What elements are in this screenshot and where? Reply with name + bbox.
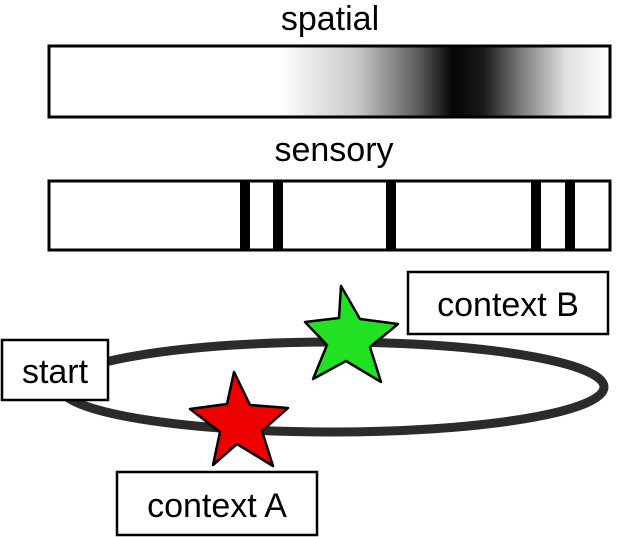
sensory-stripe	[531, 181, 541, 250]
sensory-stripe	[386, 181, 396, 250]
sensory-bar-frame	[47, 179, 612, 252]
context-a-label-frame	[115, 470, 319, 537]
start-label-box: start	[0, 338, 110, 402]
context-a-label: context A	[147, 487, 287, 525]
sensory-stripe	[240, 181, 250, 250]
sensory-bar	[47, 179, 612, 252]
context-b-label-frame	[406, 270, 610, 336]
start-label-frame	[0, 338, 110, 402]
sensory-title: sensory	[274, 131, 393, 169]
spatial-title: spatial	[281, 0, 379, 38]
context-b-label-box: context B	[406, 270, 610, 336]
context-a-label-box: context A	[115, 470, 319, 537]
sensory-stripe	[273, 181, 283, 250]
spatial-bar	[47, 44, 612, 119]
start-label: start	[22, 353, 89, 391]
context-b-star-icon	[303, 284, 400, 384]
sensory-stripe	[565, 181, 575, 250]
context-b-label: context B	[437, 286, 579, 324]
context-a-star-icon	[188, 370, 290, 468]
